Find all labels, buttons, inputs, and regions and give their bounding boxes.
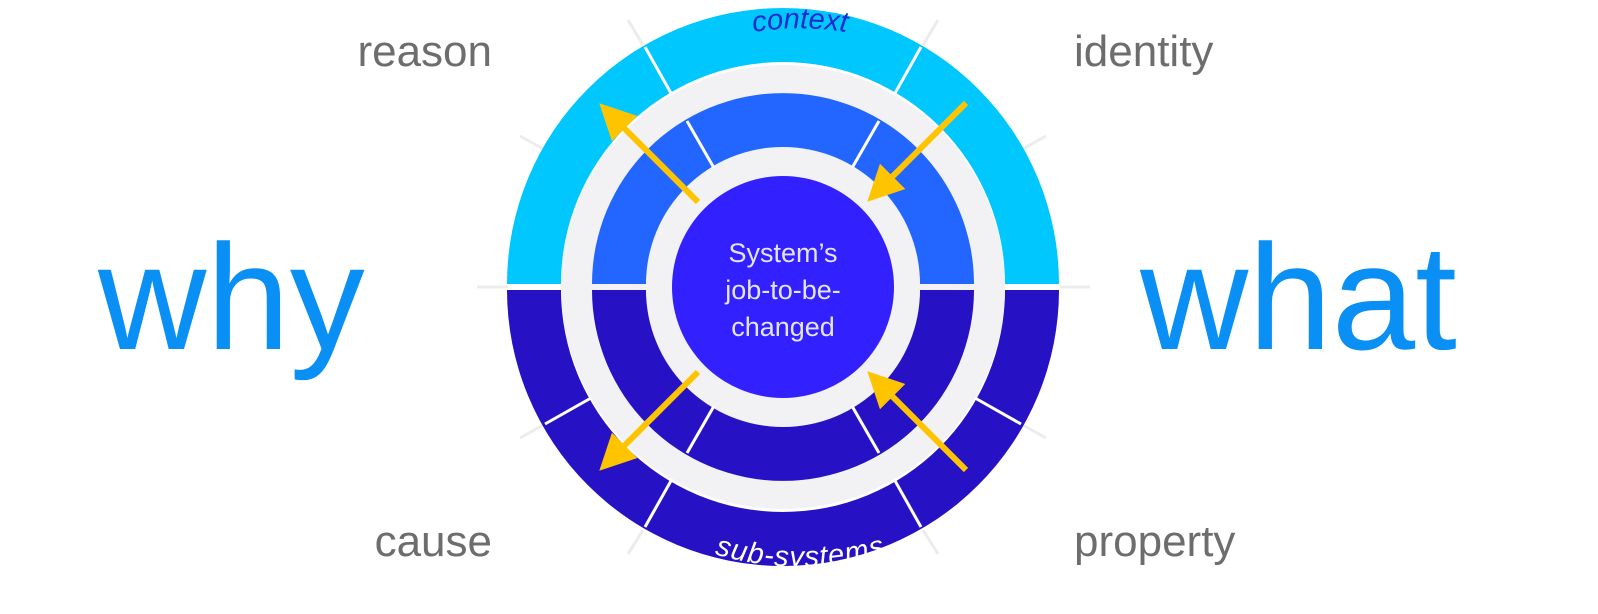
why-word: why: [98, 213, 365, 381]
middle-ring-bottom: [592, 290, 974, 481]
cause-label: cause: [374, 517, 492, 566]
identity-label: identity: [1074, 27, 1214, 76]
center-line-3: changed: [731, 312, 835, 342]
arrow-up-left: [599, 103, 701, 205]
center-line-2: job-to-be-: [724, 275, 841, 305]
segment-dividers: [544, 46, 1022, 528]
center-line-1: System’s: [728, 238, 837, 268]
what-word: what: [1140, 213, 1457, 381]
outer-ring-top: [507, 8, 1059, 284]
middle-ring-top: [592, 93, 974, 284]
reason-label: reason: [357, 27, 492, 76]
outer-ring-bottom: [507, 290, 1059, 566]
arrow-down-left: [599, 369, 701, 471]
center-disc: [672, 176, 894, 398]
outer-ticks: [477, 19, 1090, 555]
arrow-in-from-bottom-right: [867, 371, 969, 473]
arrows: [599, 100, 969, 473]
arrow-in-from-top-right: [867, 100, 969, 202]
property-label: property: [1074, 517, 1236, 566]
